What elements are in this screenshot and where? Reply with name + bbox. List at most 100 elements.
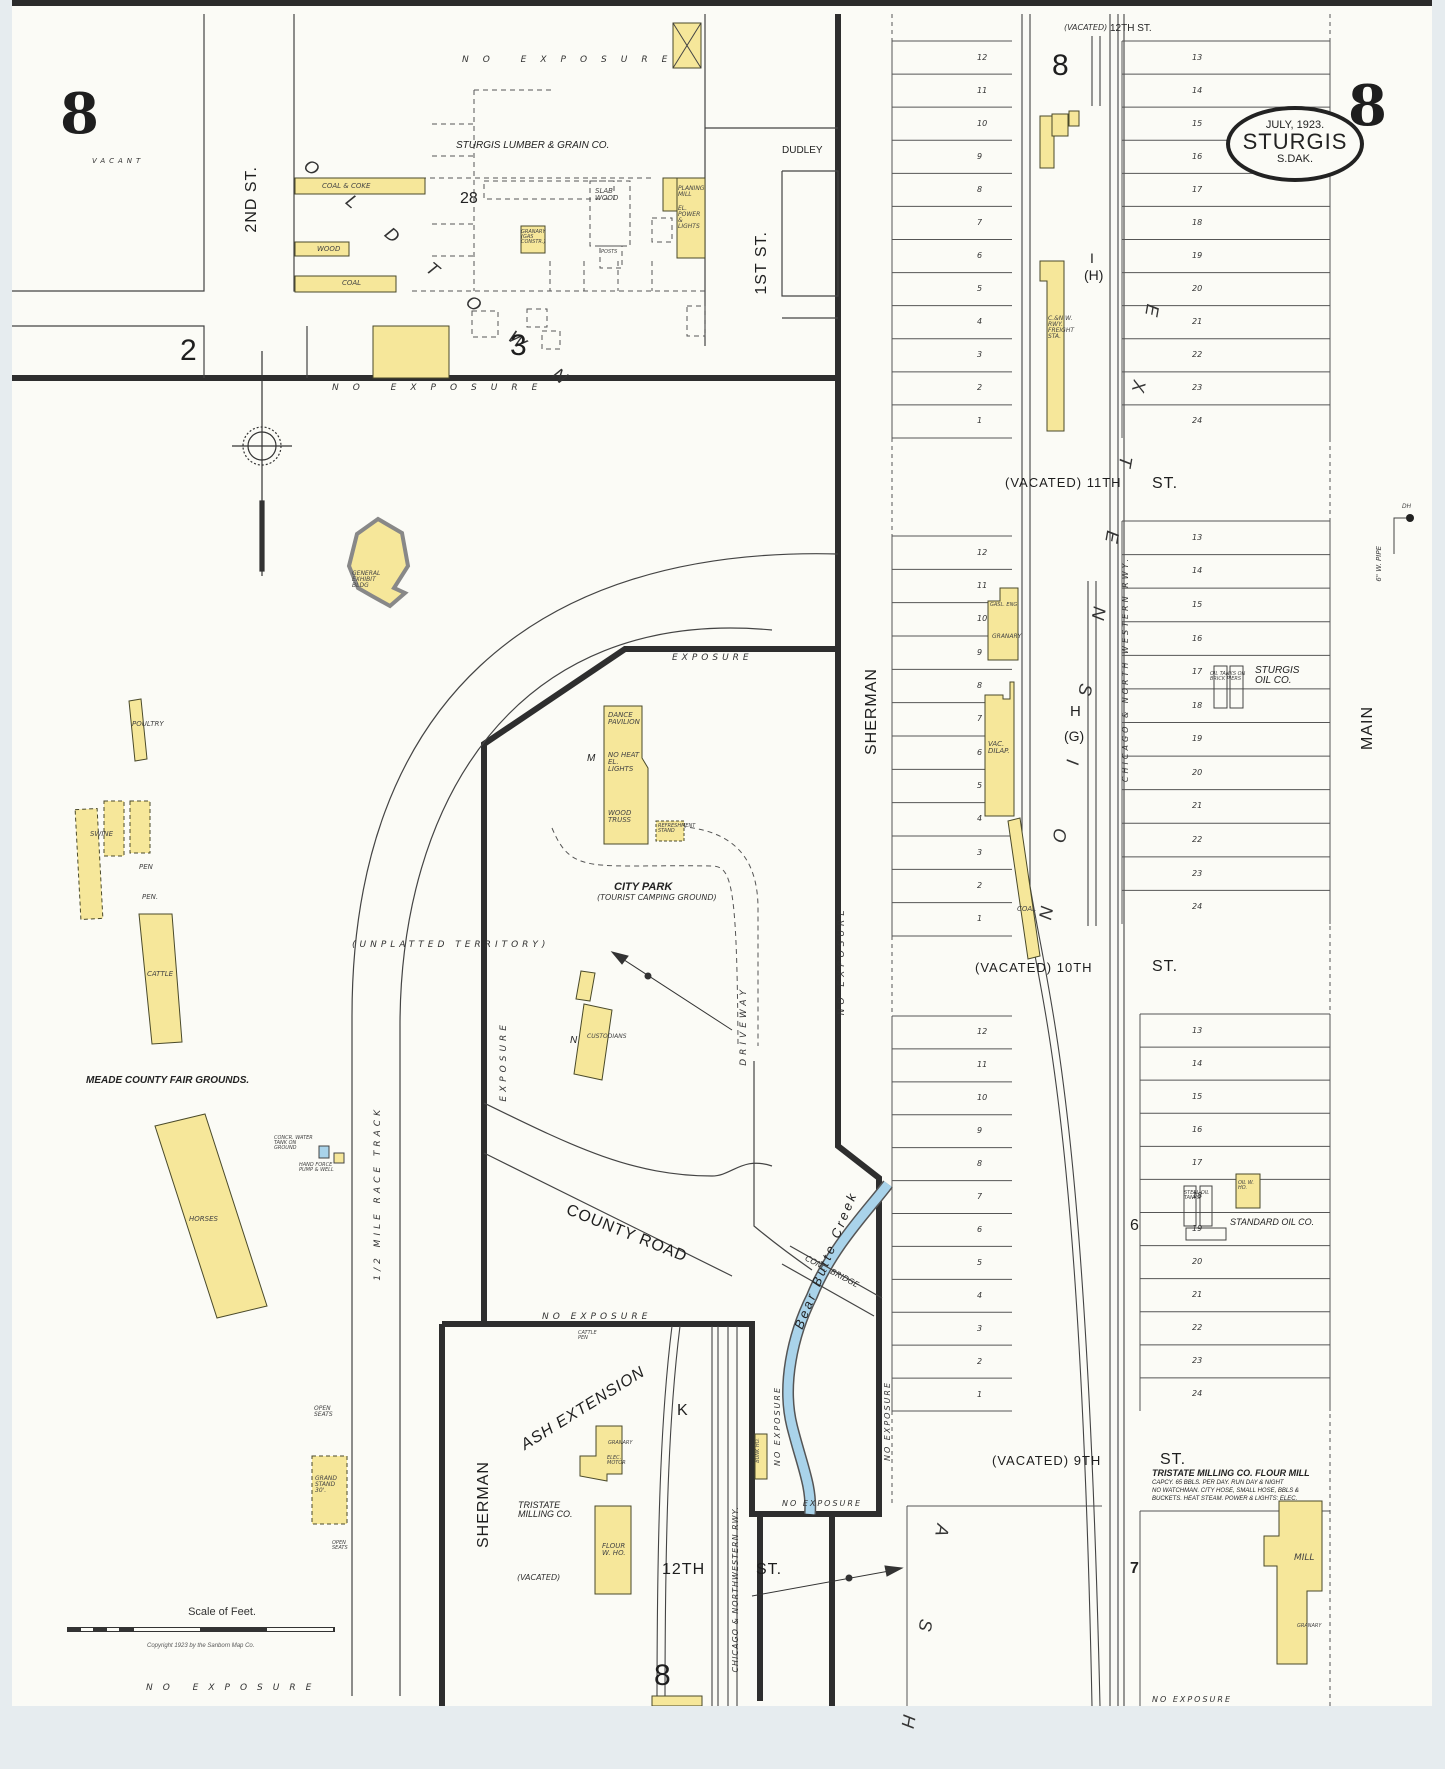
bldg-granary-gas: GRANARY (GAS CONSTR.) [521, 229, 546, 245]
lot-number: 4 [977, 1290, 983, 1300]
lot-number: 1 [977, 914, 983, 924]
bldg-gasl-eng: GASL. ENG. [990, 602, 1019, 608]
race-track-label: 1/2 MILE RACE TRACK [373, 1106, 383, 1281]
lot-number: 14 [1192, 566, 1203, 576]
bldg-coal: COAL [342, 279, 362, 287]
bldg-planing-mill: PLANING MILL [678, 185, 705, 198]
lot-number: 9 [977, 647, 983, 657]
cartouche-date: JULY, 1923. [1265, 119, 1325, 131]
lot-number: 4 [977, 317, 983, 327]
block-h: H [1070, 703, 1081, 720]
block-6: 6 [1130, 1217, 1139, 1234]
lot-number: 19 [1192, 734, 1203, 744]
bldg-grand-stand: GRAND STAND 30'. [315, 1475, 338, 1494]
bldg-wood-truss: WOOD TRUSS [608, 809, 632, 824]
sturgis-lumber-label: STURGIS LUMBER & GRAIN CO. [456, 140, 610, 151]
lot-number: 5 [977, 781, 983, 790]
lot-number: 2 [977, 383, 983, 393]
bldg-slab-wood: SLAB WOOD [595, 187, 619, 202]
block-m: M [587, 753, 596, 764]
street-1st: 1ST ST. [753, 231, 770, 295]
bldg-swine: SWINE [90, 830, 114, 838]
bldg-refreshment: REFRESHMENT STAND [658, 823, 696, 834]
bldg-pen-1: PEN [139, 863, 153, 871]
lot-number: 3 [977, 350, 983, 360]
street-2nd: 2ND ST. [243, 166, 260, 233]
bldg-cattle: CATTLE [147, 970, 174, 978]
bldg-poultry: POULTRY [132, 720, 164, 728]
lot-number: 18 [1192, 1190, 1203, 1200]
scale-title: Scale of Feet. [188, 1606, 256, 1618]
street-dudley: DUDLEY [782, 145, 823, 156]
lot-number: 4 [977, 814, 983, 824]
lot-number: 21 [1192, 1290, 1203, 1300]
lot-number: 14 [1192, 1058, 1203, 1068]
map-linework [12, 14, 1414, 1706]
block-i: I [1090, 250, 1094, 266]
lot-number: 22 [1192, 835, 1203, 845]
bldg-posts: POSTS [601, 249, 618, 255]
bldg-open-seats-1: OPEN SEATS [314, 1405, 333, 1418]
lot-number: 8 [977, 681, 983, 690]
street-sherman-lower: SHERMAN [475, 1461, 492, 1549]
no-exposure-park-right: NO EXPOSURE [837, 906, 847, 1016]
railroad-label-lower: CHICAGO & NORTHWESTERN RWY. [731, 1506, 740, 1673]
lot-number: 17 [1192, 184, 1203, 194]
no-exposure-creek-bottom: NO EXPOSURE [782, 1499, 863, 1508]
lot-number: 7 [977, 1192, 983, 1202]
block-28: 28 [460, 190, 478, 207]
scale-bar [67, 1627, 335, 1632]
no-exposure-top: NO EXPOSURE [462, 55, 682, 65]
bldg-freight-station: C.&N.W. RWY. FREIGHT STA. [1048, 315, 1075, 340]
cartouche-city: STURGIS [1242, 129, 1348, 154]
no-exposure-park-bottom: NO EXPOSURE [542, 1312, 652, 1322]
lot-number: 17 [1192, 667, 1203, 677]
lot-number: 18 [1192, 700, 1203, 710]
standard-oil-label: STANDARD OIL CO. [1230, 1217, 1315, 1227]
lot-number: 18 [1192, 217, 1203, 227]
city-park-sub-label: (TOURIST CAMPING GROUND) [597, 893, 717, 902]
copyright: Copyright 1923 by the Sanborn Map Co. [147, 1643, 255, 1649]
lot-number: 24 [1192, 416, 1203, 426]
sheet-number-left: 8 [60, 81, 99, 147]
lot-number: 15 [1192, 1091, 1203, 1101]
street-10th-st: ST. [1152, 958, 1179, 975]
bldg-horses: HORSES [189, 1215, 218, 1223]
fairgrounds-label: MEADE COUNTY FAIR GROUNDS. [86, 1075, 250, 1086]
lot-number: 19 [1192, 251, 1203, 261]
bldg-general-exhibit: GENERAL EXHIBIT BLDG [352, 570, 381, 589]
lot-number: 10 [977, 118, 988, 128]
bldg-coal-coke: COAL & COKE [322, 182, 371, 190]
bldg-oil-tanks: OIL TANKS ON BRICK PIERS [1210, 671, 1246, 682]
block-2: 2 [180, 334, 197, 367]
lot-number: 17 [1192, 1157, 1203, 1167]
tristate-mill-note-3: BUCKETS. HEAT STEAM. POWER & LIGHTS: ELE… [1152, 1496, 1298, 1502]
lot-number: 15 [1192, 118, 1203, 128]
lot-number: 22 [1192, 1323, 1203, 1333]
lot-number: 7 [977, 217, 983, 227]
street-12th-bottom-note: (VACATED) [517, 1573, 561, 1582]
block-n: N [570, 1035, 578, 1046]
bldg-coal-shed: COAL [1017, 905, 1037, 913]
lot-number: 10 [977, 614, 988, 624]
street-11th-st: ST. [1152, 475, 1179, 492]
bldg-bunk-ho: BUNK HO. [755, 1438, 761, 1463]
lot-number: 3 [977, 847, 983, 857]
bldg-force-pump: HAND FORCE PUMP & WELL [299, 1162, 334, 1173]
street-12th-top-note: (VACATED) [1064, 23, 1108, 32]
street-sherman-upper: SHERMAN [863, 668, 880, 756]
street-11th: (VACATED) 11TH [1005, 475, 1122, 490]
lot-number: 21 [1192, 801, 1203, 811]
lot-number: 24 [1192, 902, 1203, 912]
unplatted-label: (UNPLATTED TERRITORY) [352, 940, 550, 950]
block-8-bottom: 8 [654, 1659, 671, 1692]
tristate-mill-title: TRISTATE MILLING CO. FLOUR MILL [1152, 1468, 1310, 1478]
bldg-oil-wh: OIL W. HO. [1238, 1180, 1254, 1191]
no-exposure-bottom-right: NO EXPOSURE [1152, 1695, 1233, 1704]
city-park-label: CITY PARK [614, 881, 673, 893]
bldg-granary-lower: GRANARY [608, 1440, 633, 1446]
lot-number: 11 [977, 581, 988, 590]
lot-number: 15 [1192, 599, 1203, 609]
lot-number: 13 [1192, 532, 1203, 542]
lot-number: 23 [1192, 868, 1203, 878]
